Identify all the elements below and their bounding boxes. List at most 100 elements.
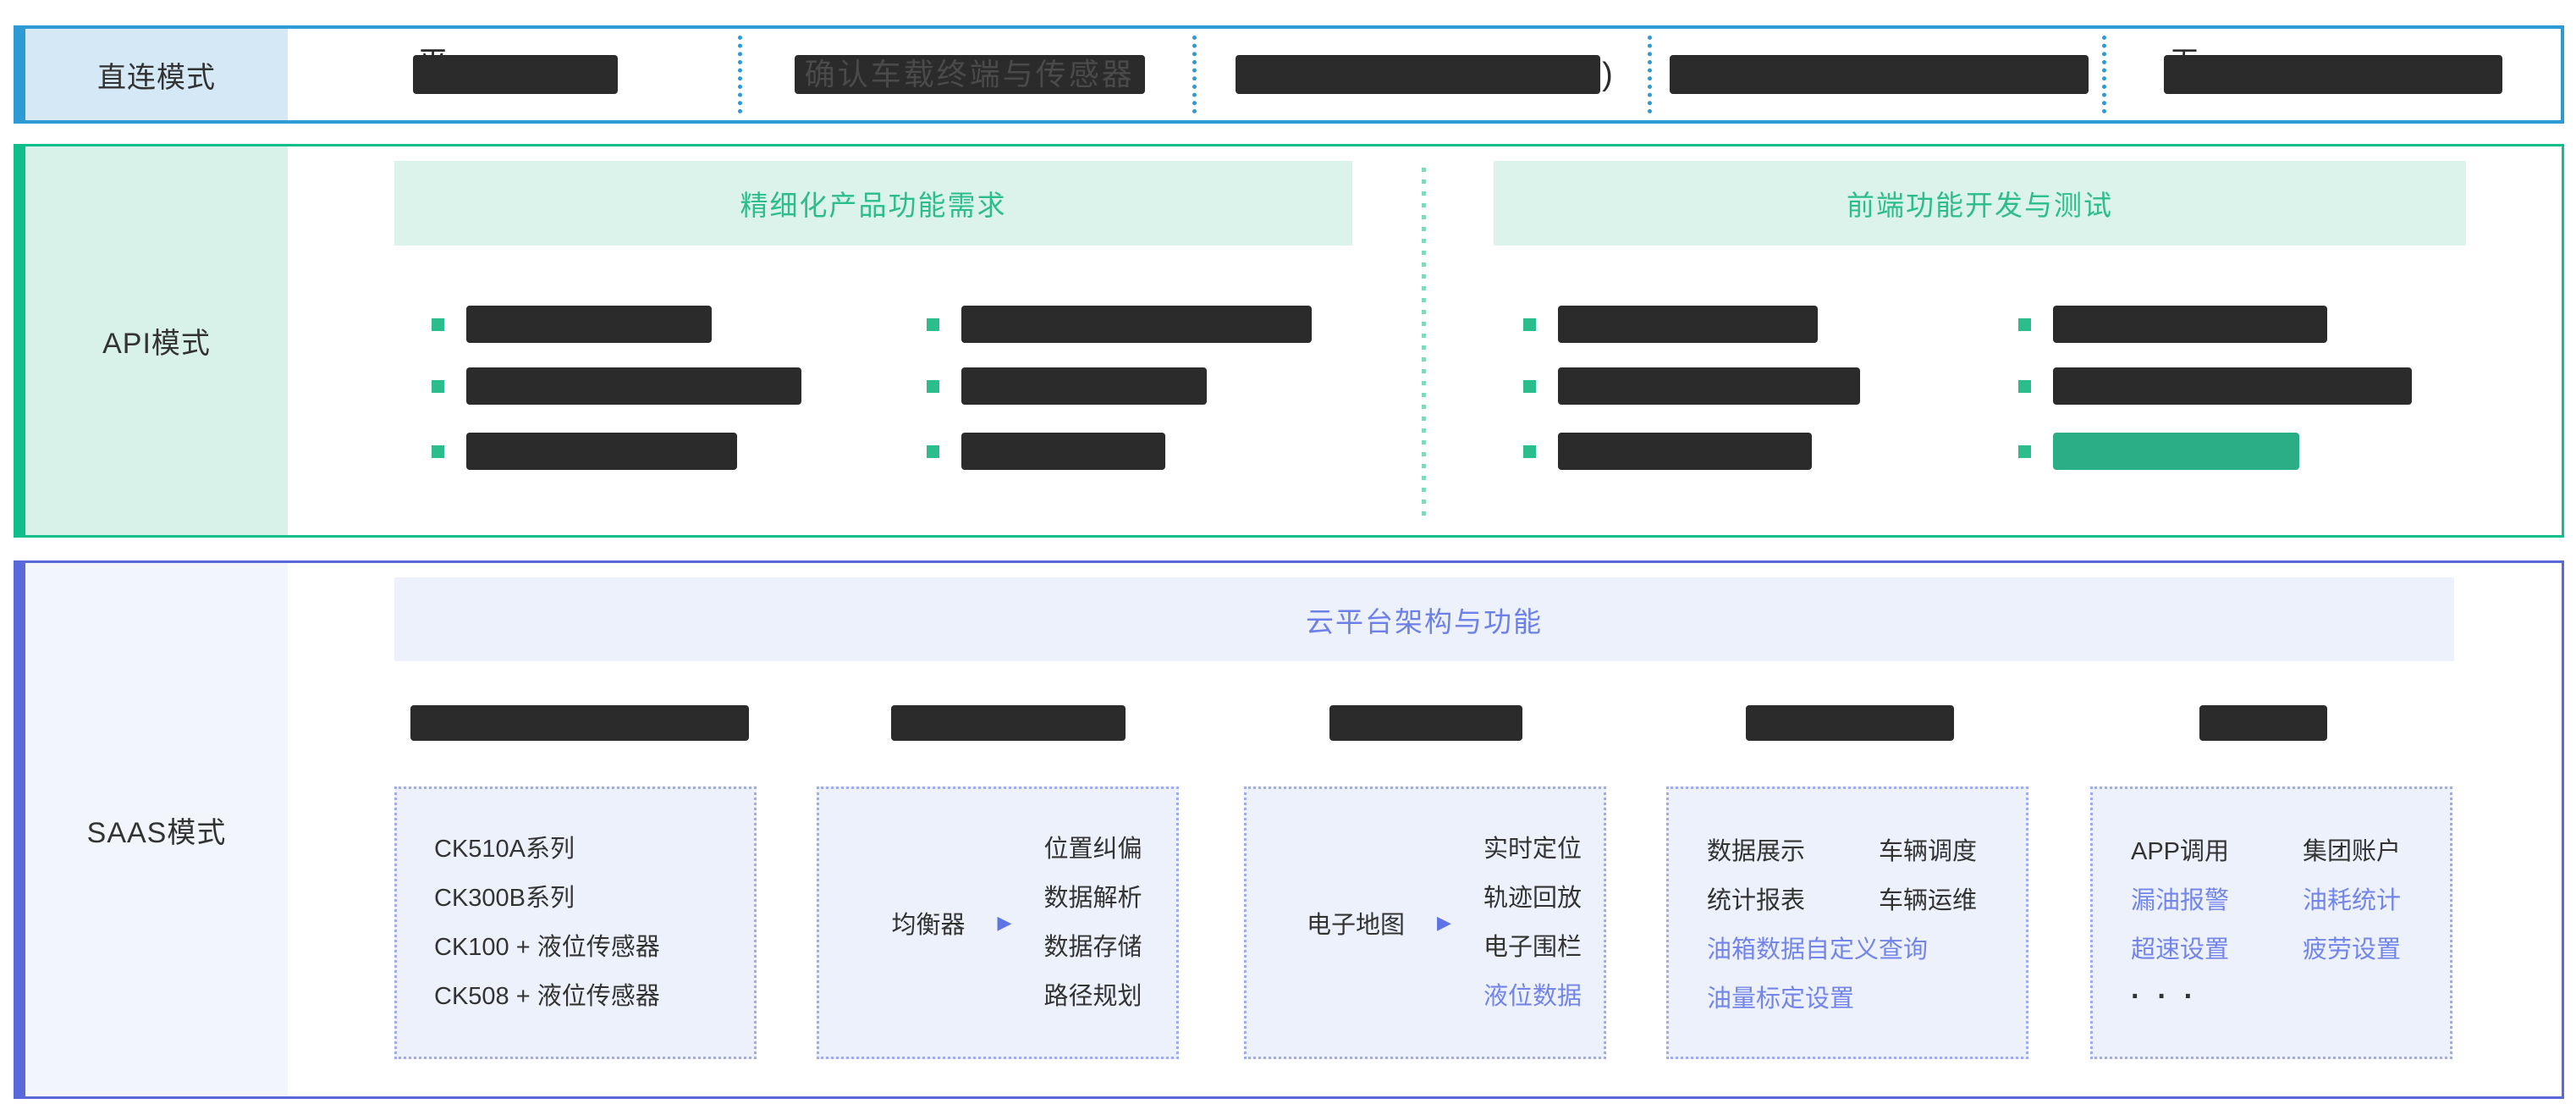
- feature-grid: 数据展示 车辆调度统计报表车辆运维油箱数据自定义查询油量标定设置: [1669, 825, 2026, 1021]
- saas-box: 电子地图▶实时定位轨迹回放电子围栏液位数据: [1244, 787, 1606, 1059]
- api-bullet-item: [2018, 306, 2327, 343]
- feature-row: 漏油报警 油耗统计: [2131, 874, 2450, 923]
- list-item: CK100 + 液位传感器: [434, 934, 660, 961]
- redacted-text-fragment: ): [1602, 57, 1613, 92]
- feature-item: 油耗统计: [2303, 887, 2402, 914]
- redacted-text-bar: [466, 306, 712, 343]
- redacted-text-bar: [466, 433, 737, 470]
- redacted-text-bar: [1558, 306, 1818, 343]
- direct-step: 平: [288, 29, 743, 120]
- flow-source-label: 电子地图: [1307, 912, 1406, 939]
- arrow-right-icon: ▶: [997, 912, 1012, 933]
- bullet-square-icon: [1523, 379, 1536, 393]
- feature-item: 油量标定设置: [1707, 985, 1855, 1013]
- api-bullet-item: [432, 306, 712, 343]
- saas-header: 云平台架构与功能: [394, 577, 2454, 661]
- feature-item: 统计报表: [1707, 887, 1806, 914]
- feature-item: APP调用: [2131, 838, 2230, 865]
- saas-box: CK510A系列 CK300B系列 CK100 + 液位传感器 CK508 + 液位传…: [394, 787, 757, 1059]
- redacted-visible-text: 确认车载终端与传感器: [804, 57, 1135, 91]
- device-list: CK510A系列 CK300B系列 CK100 + 液位传感器 CK508 + 液位传…: [397, 825, 754, 1021]
- feature-item: 油箱数据自定义查询: [1707, 936, 1929, 963]
- bullet-square-icon: [432, 379, 444, 393]
- api-bullet-item: [927, 433, 1165, 470]
- flow-target-list: 位置纠偏数据解析数据存储路径规划: [1043, 825, 1142, 1021]
- list-item: CK510A系列: [434, 836, 575, 863]
- flow-source-label: 均衡器: [891, 912, 966, 939]
- redacted-text-bar: [891, 705, 1126, 741]
- redacted-text-bar: 平: [412, 47, 618, 94]
- direct-step: 无: [2106, 29, 2561, 120]
- feature-row: APP调用 集团账户: [2131, 825, 2450, 874]
- api-bullet-item: [927, 367, 1207, 405]
- api-bullet-item: [2018, 433, 2299, 470]
- feature-grid: APP调用 集团账户漏油报警 油耗统计超速设置 疲劳设置 ···: [2093, 825, 2450, 1021]
- list-item: 数据解析: [1043, 885, 1142, 912]
- redacted-text-fragment: 平: [417, 45, 449, 80]
- list-item: 实时定位: [1483, 836, 1582, 863]
- list-item: 路径规划: [1043, 983, 1142, 1010]
- redacted-text-bar: [1329, 705, 1522, 741]
- feature-item: 车辆调度: [1879, 838, 1978, 865]
- redacted-text-bar: [1746, 705, 1954, 741]
- list-item: CK300B系列: [434, 885, 575, 912]
- api-bullet-item: [432, 367, 801, 405]
- saas-mode-section: SAAS模式 云平台架构与功能 CK510A系列 CK300B系列 CK100 + …: [14, 560, 2564, 1099]
- saas-box: 均衡器 ▶ 位置纠偏数据解析数据存储路径规划: [817, 787, 1179, 1059]
- list-item: 电子围栏: [1483, 934, 1582, 961]
- redacted-text-bar: [2053, 306, 2327, 343]
- redacted-text-bar: [1558, 367, 1860, 405]
- redacted-text-bar: [961, 367, 1207, 405]
- api-bullet-item: [927, 306, 1312, 343]
- redacted-text-bar: [2053, 433, 2299, 470]
- bullet-square-icon: [2018, 317, 2031, 331]
- feature-row: 数据展示 车辆调度: [1707, 825, 2026, 874]
- redacted-text-bar: [1558, 433, 1812, 470]
- list-item: 液位数据: [1483, 983, 1582, 1010]
- bullet-square-icon: [927, 379, 939, 393]
- redacted-text-bar: [1236, 55, 1601, 94]
- list-item: 数据存储: [1043, 934, 1142, 961]
- api-right-header: 前端功能开发与测试: [1494, 161, 2466, 246]
- redacted-text-bar: [1669, 55, 2089, 94]
- feature-item: 集团账户: [2303, 838, 2402, 865]
- feature-item: 数据展示: [1707, 838, 1806, 865]
- bullet-square-icon: [927, 317, 939, 331]
- feature-row: ···: [2131, 972, 2450, 1021]
- redacted-text-bar: 确认车载终端与传感器: [794, 55, 1145, 94]
- feature-item: 超速设置: [2131, 936, 2230, 963]
- saas-mode-label: SAAS模式: [25, 563, 288, 1096]
- redacted-text-bar: [2199, 705, 2327, 741]
- feature-row: 超速设置 疲劳设置: [2131, 923, 2450, 972]
- feature-row: 统计报表车辆运维: [1707, 874, 2026, 923]
- redacted-text-bar: [466, 367, 801, 405]
- direct-mode-section: 直连模式 平确认车载终端与传感器)无: [14, 25, 2564, 124]
- saas-box: APP调用 集团账户漏油报警 油耗统计超速设置 疲劳设置 ···: [2090, 787, 2452, 1059]
- api-bullet-item: [1523, 367, 1860, 405]
- api-bullet-item: [2018, 367, 2412, 405]
- flow-target-list: 实时定位轨迹回放电子围栏液位数据: [1483, 825, 1582, 1021]
- bullet-square-icon: [432, 317, 444, 331]
- redacted-text-bar: [2053, 367, 2412, 405]
- redacted-text-bar: [961, 433, 1165, 470]
- api-mode-label: API模式: [25, 146, 288, 535]
- feature-item: 疲劳设置: [2303, 936, 2402, 963]
- saas-box: 数据展示 车辆调度统计报表车辆运维油箱数据自定义查询油量标定设置: [1666, 787, 2028, 1059]
- bullet-square-icon: [1523, 444, 1536, 458]
- direct-step: ): [1197, 29, 1652, 120]
- feature-item: 漏油报警: [2131, 887, 2230, 914]
- bullet-square-icon: [2018, 379, 2031, 393]
- api-bullet-item: [432, 433, 737, 470]
- list-item: 轨迹回放: [1483, 885, 1582, 912]
- list-item: CK508 + 液位传感器: [434, 983, 660, 1010]
- direct-step: 确认车载终端与传感器: [742, 29, 1197, 120]
- redacted-text-bar: 无: [2164, 47, 2503, 94]
- redacted-text-bar: [410, 705, 749, 741]
- list-item: 位置纠偏: [1043, 836, 1142, 863]
- feature-item: ···: [2131, 980, 2210, 1013]
- feature-row: 油箱数据自定义查询: [1707, 923, 2026, 972]
- api-dotted-divider: [1422, 168, 1426, 522]
- bullet-square-icon: [927, 444, 939, 458]
- api-bullet-item: [1523, 433, 1812, 470]
